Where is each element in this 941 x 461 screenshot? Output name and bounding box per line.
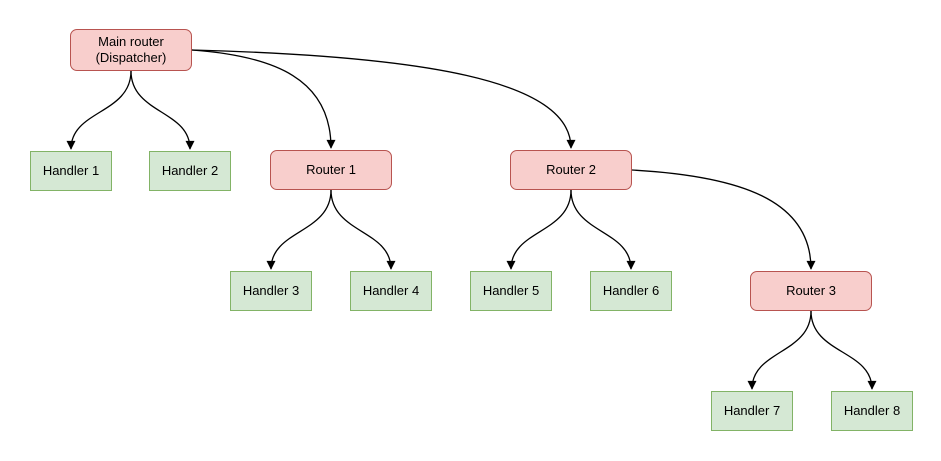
node-handler-3: Handler 3 [230,271,312,311]
node-label: Main router (Dispatcher) [95,33,167,65]
node-handler-6: Handler 6 [590,271,672,311]
edge-router-3-to-handler-8 [810,310,877,390]
edge-router-1-to-handler-4 [330,189,396,270]
node-label: Handler 3 [242,282,300,298]
edge-main-router-to-router-2 [191,49,576,149]
node-handler-8: Handler 8 [831,391,913,431]
node-handler-5: Handler 5 [470,271,552,311]
node-label: Handler 2 [161,162,219,178]
node-label: Handler 6 [602,282,660,298]
edge-router-3-to-handler-7 [747,310,812,390]
node-handler-4: Handler 4 [350,271,432,311]
node-handler-7: Handler 7 [711,391,793,431]
node-label: Handler 1 [42,162,100,178]
node-label: Handler 5 [482,282,540,298]
node-main-router: Main router (Dispatcher) [70,29,192,71]
edge-router-2-to-router-3 [631,169,816,270]
edge-router-1-to-handler-3 [266,189,332,270]
node-handler-1: Handler 1 [30,151,112,191]
edge-main-router-to-handler-2 [130,70,195,150]
edge-router-2-to-handler-6 [570,189,636,270]
node-label: Handler 4 [362,282,420,298]
edge-main-router-to-handler-1 [66,70,132,150]
node-router-1: Router 1 [270,150,392,190]
node-label: Router 3 [786,282,836,298]
node-router-2: Router 2 [510,150,632,190]
edge-router-2-to-handler-5 [506,189,572,270]
node-label: Handler 8 [843,402,901,418]
node-label: Router 2 [546,161,596,177]
node-router-3: Router 3 [750,271,872,311]
node-label: Router 1 [306,161,356,177]
node-label: Handler 7 [723,402,781,418]
node-handler-2: Handler 2 [149,151,231,191]
edge-main-router-to-router-1 [191,49,336,149]
